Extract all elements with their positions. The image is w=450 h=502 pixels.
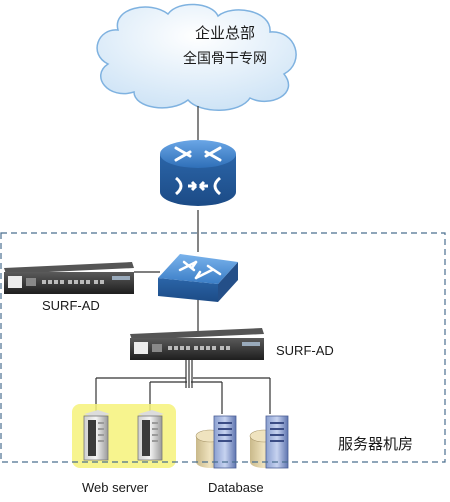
server-room-boundary (0, 232, 446, 463)
label-database: Database (208, 480, 264, 495)
cloud-title-line1: 企业总部 (194, 24, 255, 42)
label-web-server: Web server (82, 480, 149, 495)
database-icon-2 (249, 415, 289, 469)
web-server-icon-2 (137, 410, 164, 461)
router-icon (160, 140, 236, 206)
label-surf-ad-center: SURF-AD (276, 343, 334, 358)
cloud-title-line2: 全国骨干专网 (183, 51, 267, 67)
database-icon-1 (195, 415, 237, 469)
appliance-icon-left (4, 262, 134, 294)
cloud-shape (96, 3, 297, 111)
appliance-icon-center (130, 328, 264, 360)
web-server-icon-1 (83, 410, 110, 461)
label-server-room: 服务器机房 (338, 435, 413, 453)
switch-icon (158, 254, 238, 302)
label-surf-ad-left: SURF-AD (42, 298, 100, 313)
